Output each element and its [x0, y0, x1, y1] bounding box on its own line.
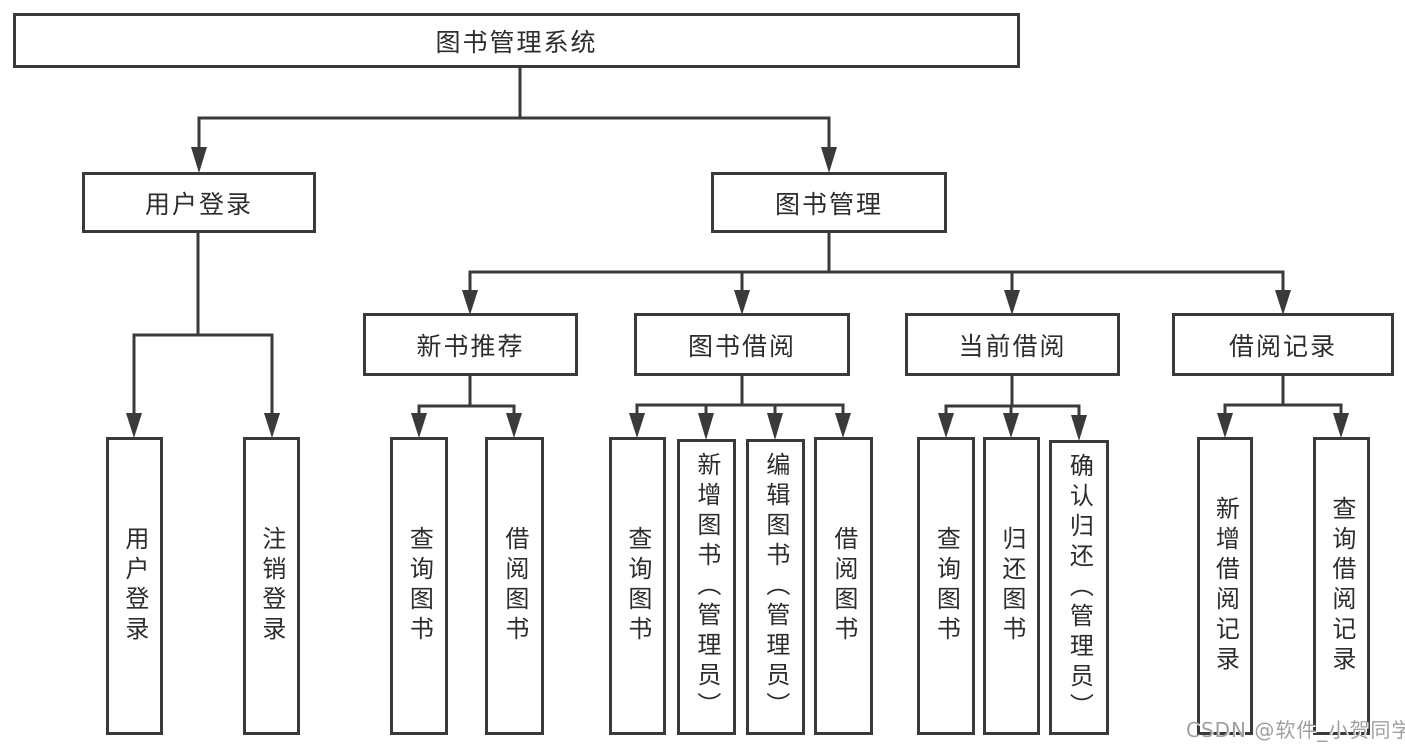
arrow-head	[1217, 413, 1233, 438]
connector-recommendation-to-leaves	[411, 374, 522, 438]
node-label: 借阅图书	[829, 526, 858, 646]
node-label: 图书管理	[774, 189, 883, 219]
node-library-management-system: 图书管理系统	[13, 13, 1020, 68]
leaf-user-login: 用户登录	[106, 437, 163, 735]
arrow-head	[821, 147, 837, 173]
csdn-watermark: CSDN @软件_小贺同学	[1186, 718, 1405, 742]
arrow-head	[629, 413, 645, 438]
arrow-head	[462, 290, 478, 315]
node-label: 用户登录	[144, 189, 253, 219]
connector-book-management-to-modules	[462, 231, 1291, 315]
node-label: 归还图书	[997, 526, 1026, 646]
connector-borrowing-to-leaves	[629, 374, 851, 440]
node-label: 图书借阅	[687, 331, 796, 361]
arrow-head	[506, 413, 522, 438]
leaf-confirm-return-admin: 确认归还（管理员）	[1049, 440, 1109, 735]
node-label: 查询图书	[405, 526, 434, 646]
node-label: 新增图书（管理员）	[692, 452, 721, 722]
connector-user-login-to-leaves	[126, 231, 280, 438]
arrow-head	[191, 147, 207, 173]
leaf-add-borrow-record: 新增借阅记录	[1197, 437, 1253, 735]
node-label: 查询借阅记录	[1327, 496, 1356, 676]
node-user-login: 用户登录	[82, 172, 316, 233]
arrow-head	[1275, 290, 1291, 315]
node-borrowing-records: 借阅记录	[1172, 313, 1394, 376]
leaf-logout-login: 注销登录	[243, 437, 300, 735]
node-new-book-recommendation: 新书推荐	[363, 313, 578, 376]
node-label: 新书推荐	[416, 331, 525, 361]
arrow-head	[938, 413, 954, 438]
node-label: 新增借阅记录	[1211, 496, 1240, 676]
node-label: 借阅图书	[500, 526, 529, 646]
node-label: 查询图书	[623, 526, 652, 646]
node-label: 借阅记录	[1228, 331, 1337, 361]
connector-current-to-leaves	[938, 374, 1087, 441]
leaf-query-books-recommend: 查询图书	[390, 437, 448, 735]
node-book-management: 图书管理	[711, 172, 947, 233]
arrow-head	[1004, 290, 1020, 315]
arrow-head	[1071, 415, 1087, 441]
node-label: 确认归还（管理员）	[1065, 452, 1094, 723]
leaf-query-books-current: 查询图书	[917, 437, 975, 735]
arrow-head	[734, 290, 750, 315]
leaf-query-books-borrowing: 查询图书	[609, 437, 666, 735]
connector-root-to-branches	[191, 66, 837, 173]
connector-records-to-leaves	[1217, 374, 1349, 438]
leaf-return-books: 归还图书	[983, 437, 1040, 735]
leaf-edit-books-admin: 编辑图书（管理员）	[746, 439, 805, 735]
arrow-head	[126, 413, 142, 438]
leaf-add-books-admin: 新增图书（管理员）	[677, 439, 736, 735]
node-label: 用户登录	[120, 526, 149, 646]
leaf-borrow-books-borrowing: 借阅图书	[814, 437, 873, 735]
arrow-head	[1003, 413, 1019, 438]
node-label: 查询图书	[932, 526, 961, 646]
leaf-borrow-books-recommend: 借阅图书	[485, 437, 544, 735]
arrow-head	[835, 413, 851, 438]
node-label: 注销登录	[257, 526, 286, 646]
node-current-borrowing: 当前借阅	[905, 313, 1120, 376]
node-label: 图书管理系统	[435, 27, 598, 57]
arrow-head	[264, 413, 280, 438]
leaf-query-borrow-record: 查询借阅记录	[1313, 437, 1370, 735]
node-book-borrowing: 图书借阅	[634, 313, 850, 376]
arrow-head	[411, 413, 427, 438]
arrow-head	[1333, 413, 1349, 438]
arrow-head	[767, 413, 783, 440]
node-label: 当前借阅	[958, 331, 1067, 361]
node-label: 编辑图书（管理员）	[761, 452, 790, 722]
arrow-head	[698, 413, 714, 440]
